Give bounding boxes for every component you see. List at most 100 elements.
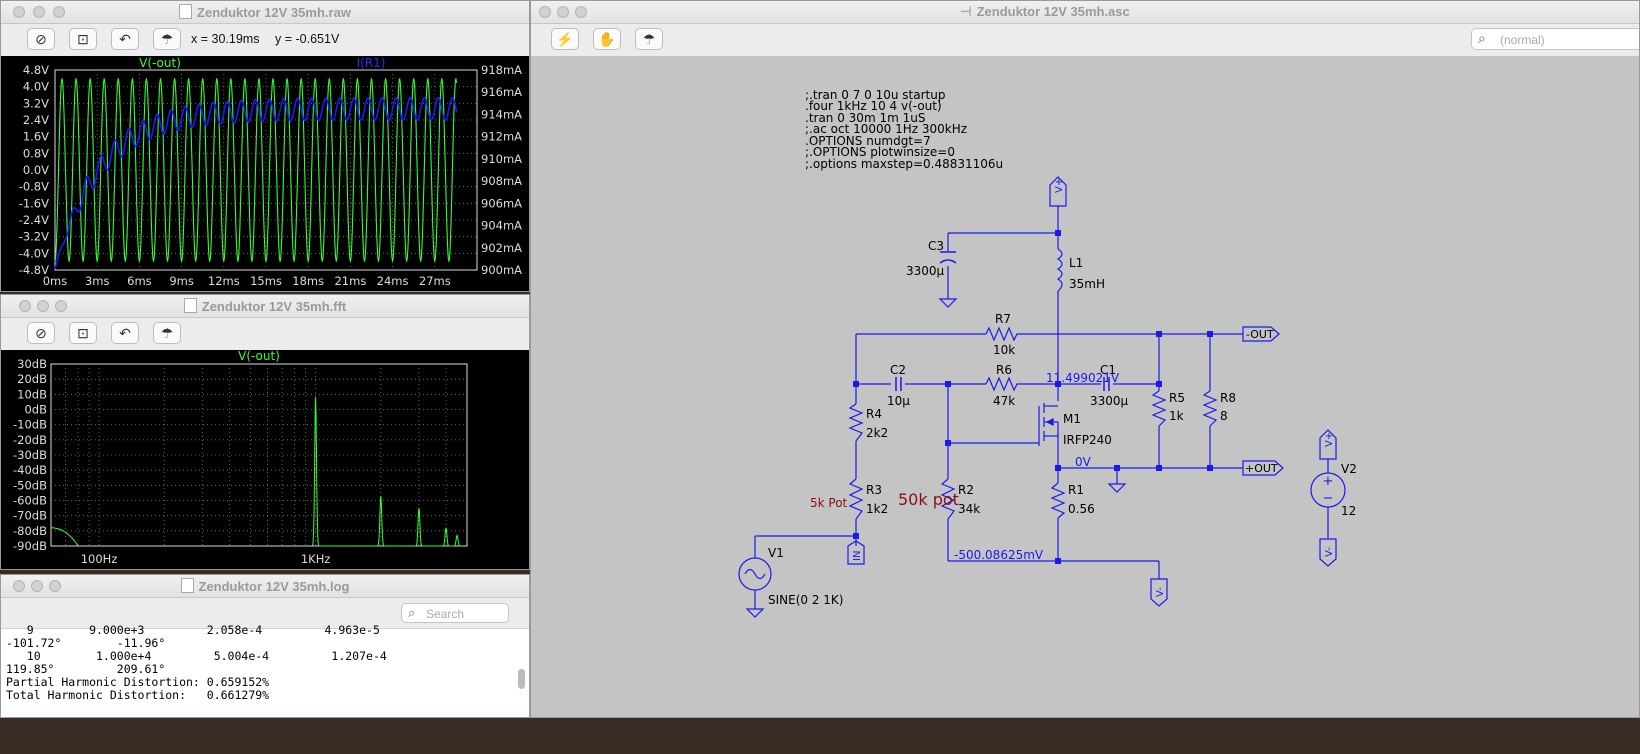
probe-icon[interactable]: ☂ (635, 28, 663, 50)
close-button[interactable] (539, 6, 551, 18)
directive-line[interactable]: ;.ac oct 10000 1Hz 300kHz (805, 122, 967, 136)
svg-text:L1: L1 (1069, 256, 1083, 270)
schematic-canvas[interactable]: ;.tran 0 7 0 10u startup .four 1kHz 10 4… (531, 56, 1639, 717)
svg-text:R3: R3 (866, 483, 882, 497)
directive-line[interactable]: ;.tran 0 7 0 10u startup (805, 88, 945, 102)
log-titlebar: Zenduktor 12V 35mh.log (1, 575, 529, 598)
directive-line[interactable]: .OPTIONS numdgt=7 (805, 134, 931, 148)
schematic-file-icon: ⊣ (960, 4, 972, 19)
zoom-button[interactable] (55, 300, 67, 312)
y-tick-label: 0.0V (23, 163, 49, 177)
asc-toolbar: ⚡ ✋ ☂ ⌕ (normal) (531, 24, 1639, 57)
probe-icon[interactable]: ☂ (153, 28, 181, 50)
x-tick-label: 1KHz (301, 552, 331, 566)
y-tick-label: -10dB (13, 418, 47, 432)
x-tick-label: 24ms (377, 274, 409, 288)
y2-tick-label: 908mA (481, 174, 522, 188)
svg-text:IN: IN (852, 551, 863, 561)
y-tick-label: -80dB (13, 524, 47, 538)
inductor-l1[interactable]: L1 35mH (1056, 248, 1105, 292)
capacitor-c2[interactable]: C2 10µ (887, 363, 910, 408)
log-line: 119.85° 209.61° (6, 662, 166, 676)
y2-tick-label: 904mA (481, 219, 522, 233)
close-button[interactable] (19, 300, 31, 312)
resistor-r8[interactable]: R8 8 (1202, 390, 1236, 427)
log-text-area[interactable]: 9 9.000e+3 2.058e-4 4.963e-5 -101.72° -1… (1, 623, 529, 717)
directive-line[interactable]: ;.options maxstep=0.48831106u (805, 157, 1003, 171)
vplus-flag[interactable]: V+ (1049, 176, 1067, 207)
voltage-source-v1[interactable]: V1 SINE(0 2 1K) (738, 546, 843, 607)
probe-icon[interactable]: ☂ (153, 322, 181, 344)
capacitor-c3[interactable]: C3 3300µ (906, 239, 957, 278)
node-voltage-bottom: -500.08625mV (954, 548, 1044, 562)
minimize-button[interactable] (37, 300, 49, 312)
svg-text:V2: V2 (1341, 462, 1357, 476)
y-tick-label: -90dB (13, 539, 47, 553)
y2-tick-label: 916mA (481, 85, 522, 99)
x-tick-label: 18ms (292, 274, 324, 288)
cursor-x-readout: x = 30.19ms (191, 32, 260, 46)
pot-50k-label: 50k pot (898, 490, 959, 509)
svg-text:3300µ: 3300µ (906, 264, 945, 278)
close-button[interactable] (13, 6, 25, 18)
v2-vplus-flag[interactable]: V+ (1319, 429, 1337, 460)
in-flag[interactable]: IN (847, 540, 865, 565)
x-tick-label: 6ms (127, 274, 152, 288)
resistor-r5[interactable]: R5 1k (1151, 390, 1185, 427)
svg-text:12: 12 (1341, 504, 1356, 518)
resistor-r2[interactable]: R2 34k (940, 478, 980, 520)
raw-window-title: Zenduktor 12V 35mh.raw (197, 5, 351, 20)
log-file-icon (180, 578, 194, 593)
vminus-flag[interactable]: V- (1150, 578, 1168, 607)
svg-text:35mH: 35mH (1069, 277, 1105, 291)
y-tick-label: 1.6V (23, 130, 49, 144)
waveform-chart: 4.8V4.0V3.2V2.4V1.6V0.8V0.0V-0.8V-1.6V-2… (19, 56, 522, 288)
log-window-title: Zenduktor 12V 35mh.log (198, 579, 350, 594)
resistor-r7[interactable]: R7 10k (985, 312, 1020, 357)
zoom-button[interactable] (53, 6, 65, 18)
zoom-full-icon[interactable]: ⊡ (69, 322, 97, 344)
autorange-icon[interactable]: ⊘ (27, 28, 55, 50)
resistor-r4[interactable]: R4 2k2 (848, 403, 888, 442)
log-line: -101.72° -11.96° (6, 636, 166, 650)
log-scrollbar[interactable] (518, 669, 525, 689)
minimize-button[interactable] (31, 580, 43, 592)
autorange-icon[interactable]: ⊘ (27, 322, 55, 344)
ground-symbol (745, 298, 1127, 618)
resistor-r1[interactable]: R1 0.56 (1050, 482, 1095, 519)
y-tick-label: 4.0V (23, 80, 49, 94)
pan-hand-icon[interactable]: ✋ (593, 28, 621, 50)
close-button[interactable] (13, 580, 25, 592)
schematic-drawing: ;.tran 0 7 0 10u startup .four 1kHz 10 4… (738, 88, 1357, 618)
out-minus-flag[interactable]: -OUT (1242, 326, 1280, 342)
zoom-button[interactable] (49, 580, 61, 592)
run-icon[interactable]: ⚡ (551, 28, 579, 50)
directive-line[interactable]: ;.OPTIONS plotwinsize=0 (805, 145, 955, 159)
zoom-button[interactable] (575, 6, 587, 18)
series-v-out-line (54, 78, 458, 262)
schematic-search-field[interactable]: ⌕ (normal) (1471, 28, 1639, 50)
resistor-r6[interactable]: R6 47k (985, 363, 1020, 408)
v2-vminus-flag[interactable]: V- (1319, 538, 1337, 567)
svg-text:SINE(0 2 1K): SINE(0 2 1K) (768, 593, 843, 607)
y-tick-label: -4.0V (19, 246, 49, 260)
capacitor-c1[interactable]: C1 3300µ (1090, 363, 1129, 408)
mosfet-m1[interactable]: M1 IRFP240 (1038, 403, 1112, 447)
directive-line[interactable]: .four 1kHz 10 4 v(-out) (805, 99, 942, 113)
svg-text:10k: 10k (993, 343, 1015, 357)
log-search-field[interactable]: ⌕ Search (401, 603, 509, 623)
directive-line[interactable]: .tran 0 30m 1m 1uS (805, 111, 925, 125)
y-tick-label: 30dB (17, 357, 47, 371)
log-toolbar: ⌕ Search (1, 598, 529, 629)
voltage-source-v2[interactable]: + − V2 12 (1310, 462, 1357, 518)
minimize-button[interactable] (33, 6, 45, 18)
zoom-back-icon[interactable]: ↶ (111, 28, 139, 50)
minimize-button[interactable] (557, 6, 569, 18)
zoom-full-icon[interactable]: ⊡ (69, 28, 97, 50)
y-tick-label: -3.2V (19, 230, 49, 244)
resistor-r3[interactable]: R3 1k2 (848, 478, 888, 520)
zoom-back-icon[interactable]: ↶ (111, 322, 139, 344)
out-plus-flag[interactable]: +OUT (1242, 460, 1284, 476)
